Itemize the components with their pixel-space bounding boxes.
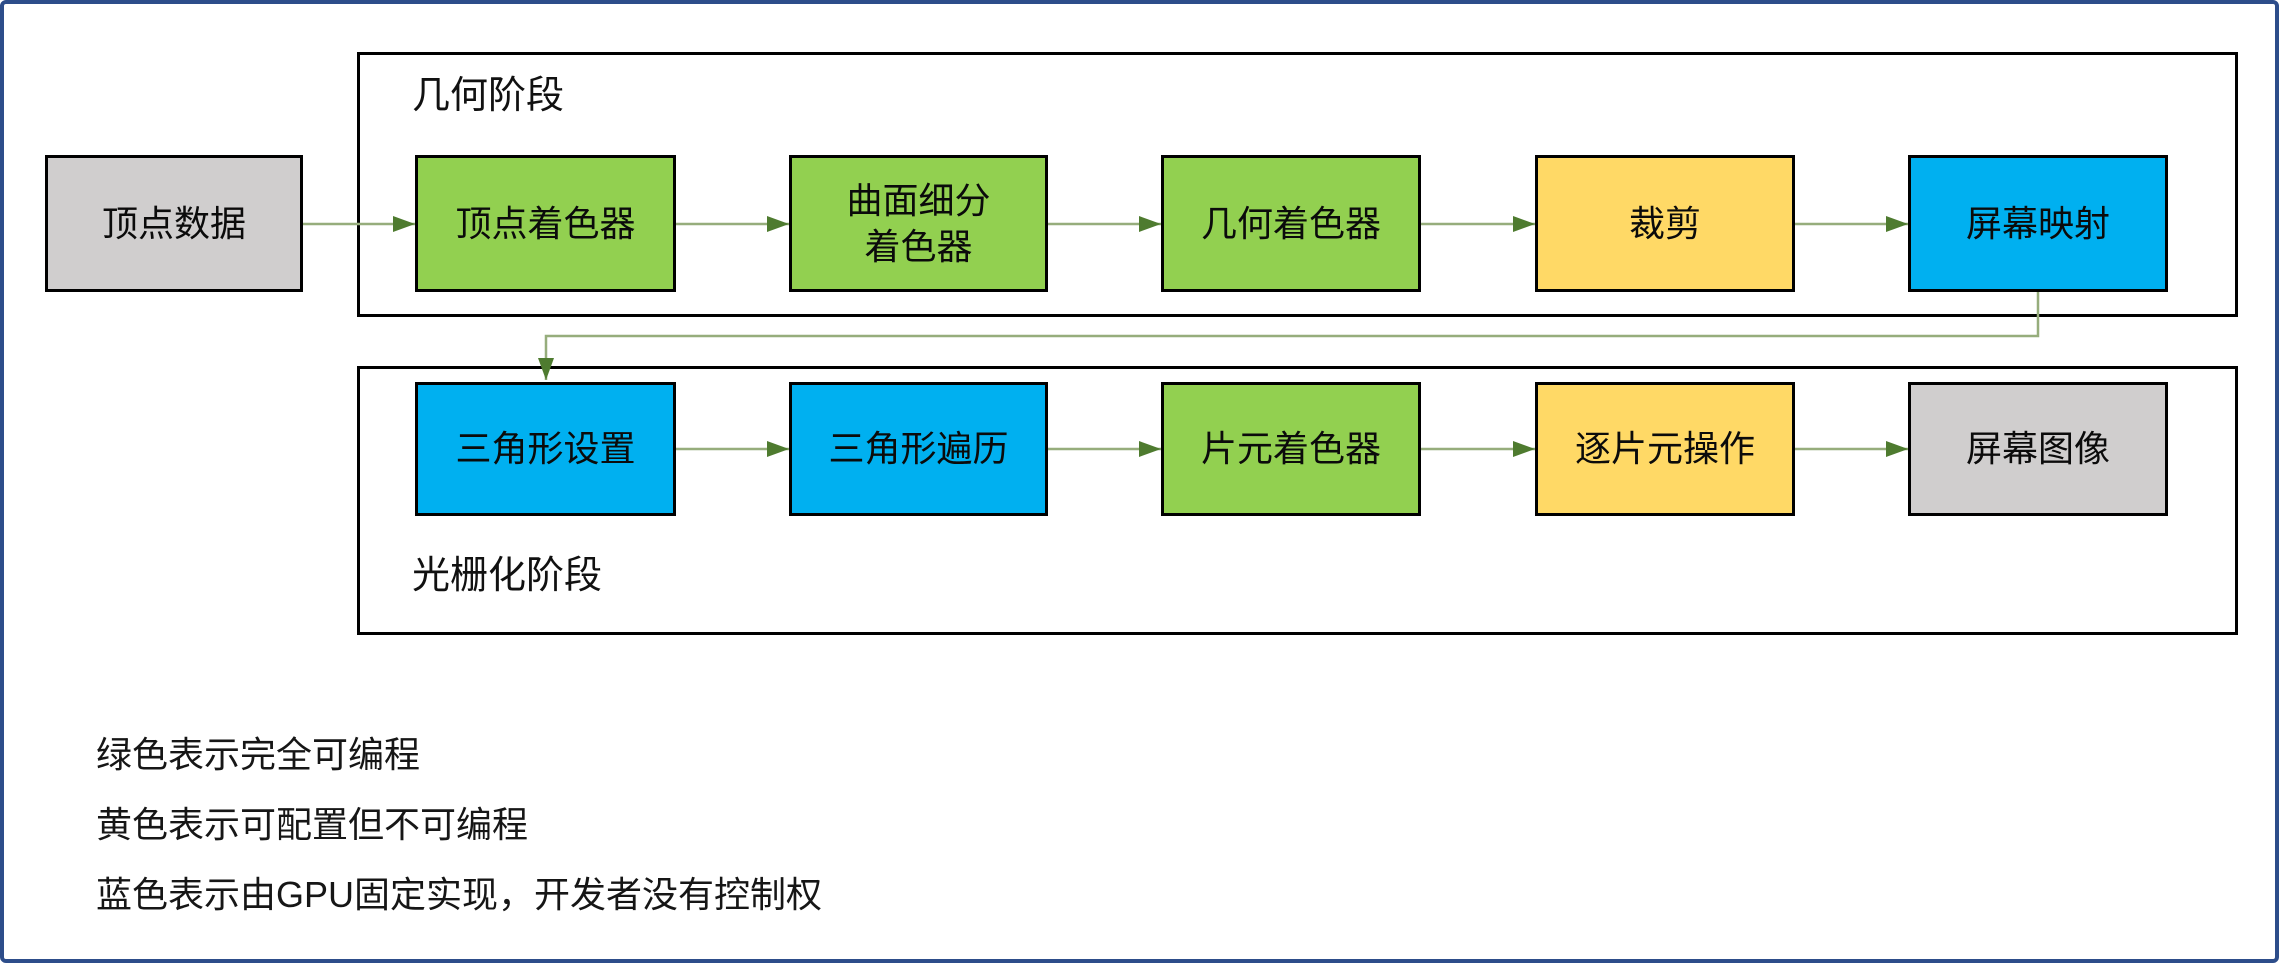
node-clipping-label: 裁剪 (1628, 202, 1701, 244)
node-screen-image: 屏幕图像 (1908, 382, 2168, 516)
rasterization-stage-label: 光栅化阶段 (412, 555, 603, 597)
node-vertex-shader: 顶点着色器 (415, 155, 676, 292)
node-clipping: 裁剪 (1535, 155, 1795, 292)
node-vertex-shader-label: 顶点着色器 (455, 202, 636, 244)
node-triangle-setup-label: 三角形设置 (455, 428, 636, 469)
node-screen-mapping: 屏幕映射 (1908, 155, 2168, 292)
node-vertex-data: 顶点数据 (45, 155, 303, 292)
node-geometry-shader-label: 几何着色器 (1200, 202, 1381, 244)
node-screen-image-label: 屏幕图像 (1965, 428, 2110, 469)
node-geometry-shader: 几何着色器 (1161, 155, 1421, 292)
rasterization-stage-box (357, 366, 2238, 635)
node-per-fragment-operations-label: 逐片元操作 (1574, 428, 1755, 469)
arrow-screenmapping-to-trianglesetup (538, 292, 2040, 380)
node-triangle-traversal-label: 三角形遍历 (828, 428, 1009, 469)
node-triangle-traversal: 三角形遍历 (789, 382, 1048, 516)
node-fragment-shader: 片元着色器 (1161, 382, 1421, 516)
node-tessellation-shader-label: 曲面细分 着色器 (846, 179, 991, 267)
legend-line-green: 绿色表示完全可编程 (96, 734, 421, 775)
geometry-stage-box (357, 52, 2238, 317)
geometry-stage-label: 几何阶段 (412, 75, 565, 117)
node-per-fragment-operations: 逐片元操作 (1535, 382, 1795, 516)
connector-arrows-layer (303, 216, 2040, 457)
node-fragment-shader-label: 片元着色器 (1200, 428, 1381, 469)
node-screen-mapping-label: 屏幕映射 (1965, 202, 2110, 244)
node-vertex-data-label: 顶点数据 (101, 202, 246, 244)
node-triangle-setup: 三角形设置 (415, 382, 676, 516)
node-tessellation-shader: 曲面细分 着色器 (789, 155, 1048, 292)
legend-line-yellow: 黄色表示可配置但不可编程 (96, 804, 529, 845)
legend-line-blue: 蓝色表示由GPU固定实现，开发者没有控制权 (96, 874, 823, 915)
legend: 绿色表示完全可编程 黄色表示可配置但不可编程 蓝色表示由GPU固定实现，开发者没… (96, 720, 822, 930)
